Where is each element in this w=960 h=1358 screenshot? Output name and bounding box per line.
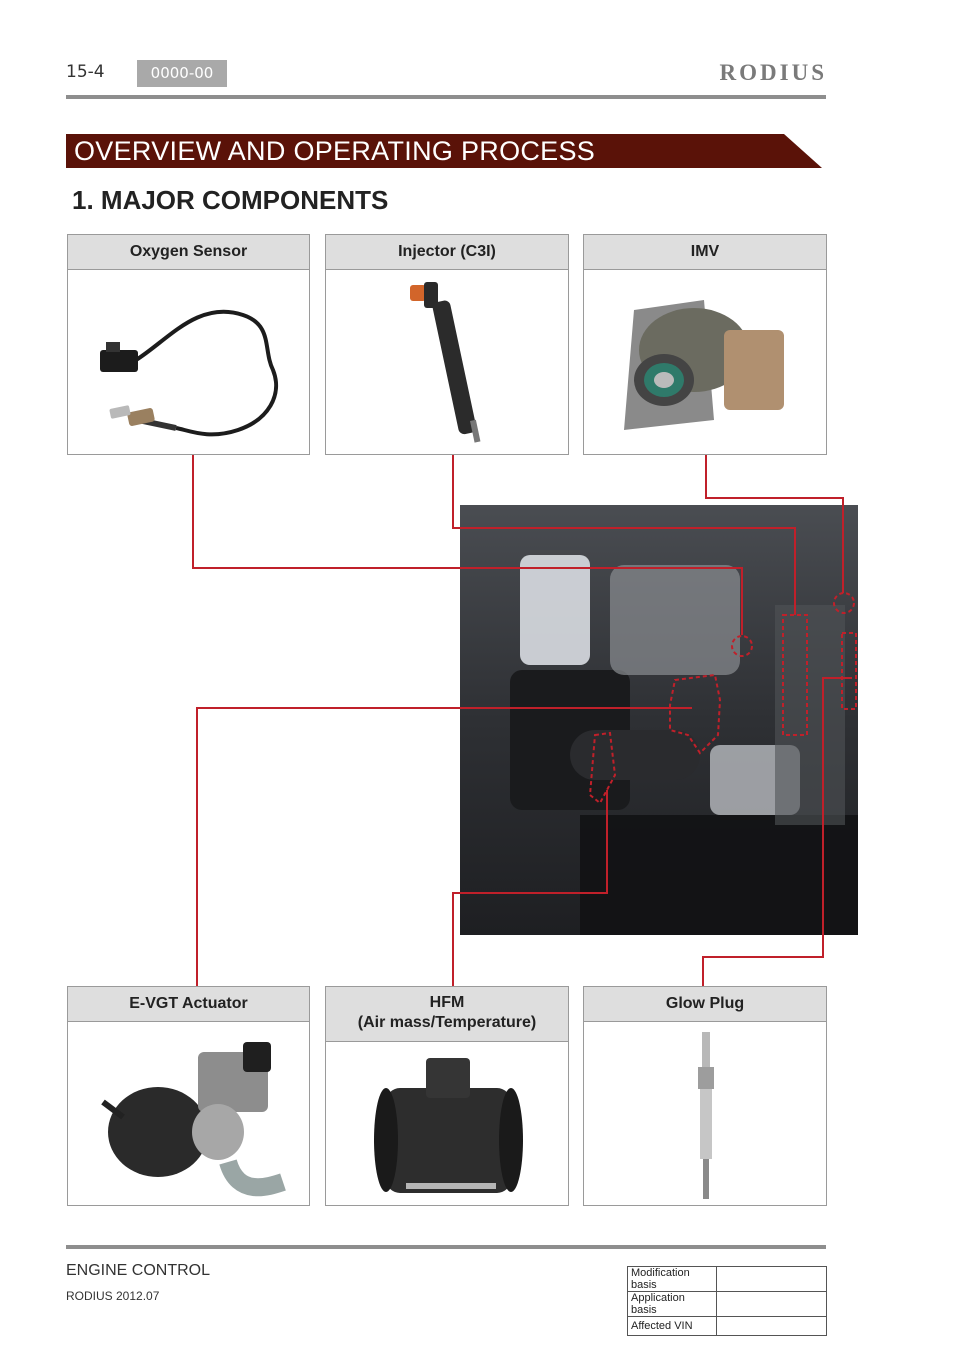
oxygen-sensor-image bbox=[100, 309, 279, 437]
card-title: Oxygen Sensor bbox=[68, 235, 309, 270]
row-value bbox=[716, 1291, 827, 1317]
engine-bay-photo bbox=[460, 505, 858, 935]
banner-title: OVERVIEW AND OPERATING PROCESS bbox=[74, 136, 596, 166]
header-rule bbox=[66, 95, 826, 99]
row-value bbox=[716, 1266, 827, 1292]
card-evgt-actuator: E-VGT Actuator bbox=[67, 986, 310, 1206]
evgt-actuator-image bbox=[101, 1042, 286, 1197]
page-number: 15-4 bbox=[66, 62, 105, 82]
table-row: Application basis bbox=[627, 1291, 827, 1317]
row-label: Application basis bbox=[627, 1291, 717, 1317]
card-title: E-VGT Actuator bbox=[68, 987, 309, 1022]
card-title-line-1: HFM bbox=[429, 994, 465, 1011]
injector-image bbox=[410, 282, 481, 443]
revision-info-table: Modification basis Application basis Aff… bbox=[627, 1266, 827, 1336]
table-row: Modification basis bbox=[627, 1266, 827, 1292]
card-title: Glow Plug bbox=[584, 987, 826, 1022]
section-banner bbox=[66, 134, 822, 168]
glow-plug-image bbox=[698, 1032, 714, 1199]
brand-logo: RODIUS bbox=[719, 60, 827, 85]
card-title: Injector (C3I) bbox=[326, 235, 568, 270]
table-row: Affected VIN bbox=[627, 1316, 827, 1336]
footer-title: ENGINE CONTROL bbox=[66, 1262, 211, 1279]
card-title: HFM (Air mass/Temperature) bbox=[326, 987, 568, 1042]
footer-subtitle: RODIUS 2012.07 bbox=[66, 1289, 160, 1303]
card-title-line-2: (Air mass/Temperature) bbox=[357, 1014, 537, 1031]
card-injector: Injector (C3I) bbox=[325, 234, 569, 455]
section-code-badge: 0000-00 bbox=[137, 60, 227, 87]
card-imv: IMV bbox=[583, 234, 827, 455]
card-hfm: HFM (Air mass/Temperature) bbox=[325, 986, 569, 1206]
row-label: Affected VIN bbox=[627, 1316, 717, 1336]
footer-rule bbox=[66, 1245, 826, 1249]
imv-image bbox=[624, 300, 784, 430]
row-value bbox=[716, 1316, 827, 1336]
card-oxygen-sensor: Oxygen Sensor bbox=[67, 234, 310, 455]
card-title: IMV bbox=[584, 235, 826, 270]
hfm-image bbox=[374, 1058, 523, 1193]
card-glow-plug: Glow Plug bbox=[583, 986, 827, 1206]
section-title: 1. MAJOR COMPONENTS bbox=[72, 185, 389, 215]
row-label: Modification basis bbox=[627, 1266, 717, 1292]
